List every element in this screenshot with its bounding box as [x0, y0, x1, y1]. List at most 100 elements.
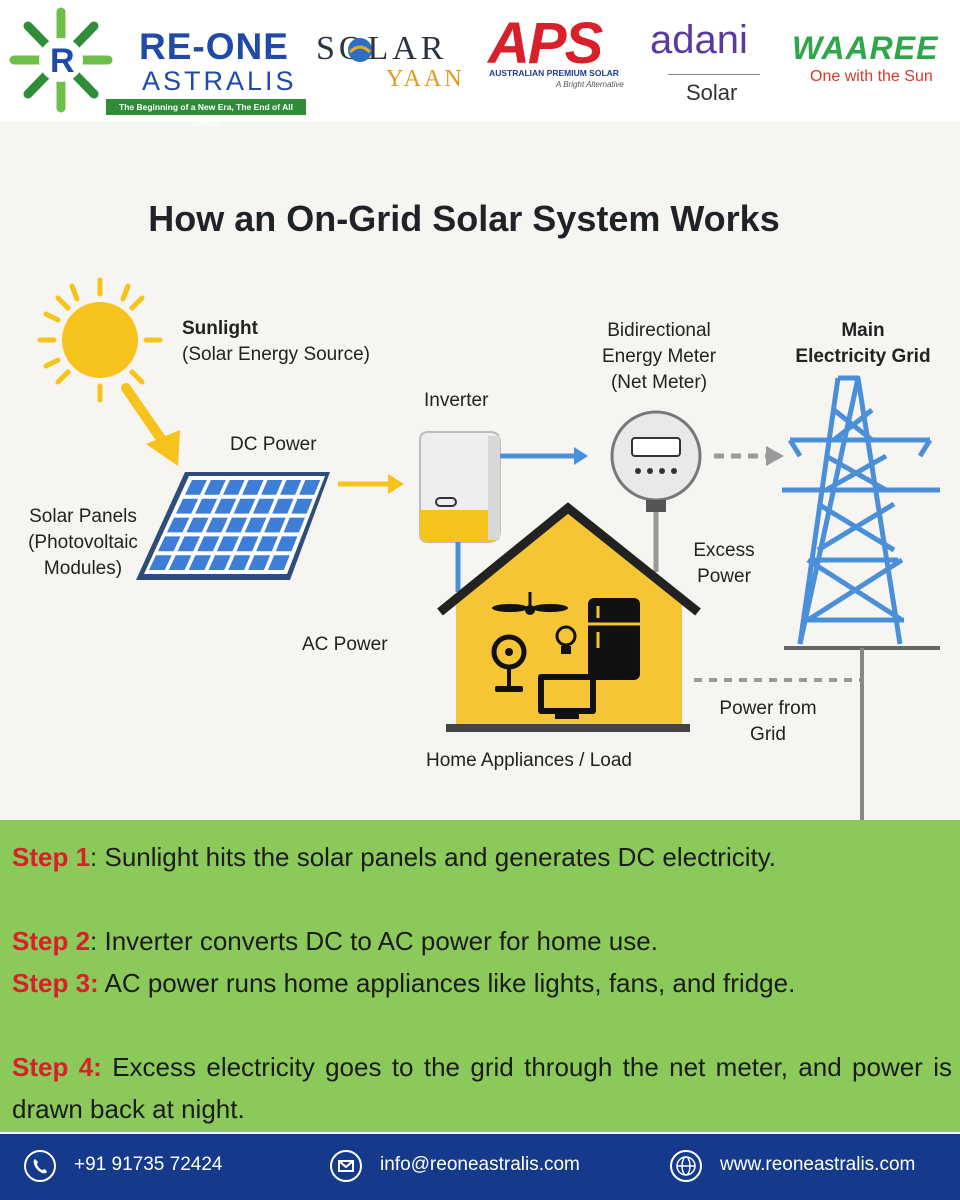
meter-label: Bidirectional Energy Meter (Net Meter)	[574, 318, 744, 396]
solar-panels-label-line2: (Photovoltaic	[28, 532, 138, 553]
step-4-key: Step 4:	[12, 1052, 102, 1082]
grid-label-line2: Electricity Grid	[795, 346, 931, 367]
svg-text:R: R	[50, 42, 75, 80]
grid-label-line1: Main	[841, 320, 885, 341]
solar-cell	[208, 555, 231, 570]
phone-number: +91 91735 72424	[74, 1154, 223, 1175]
globe-icon	[670, 1150, 702, 1182]
inverter-to-meter-arrow	[500, 447, 588, 465]
solar-cell	[280, 480, 302, 495]
power-from-grid-line1: Power from	[719, 698, 817, 719]
page-title: How an On-Grid Solar System Works	[148, 198, 780, 239]
waaree-tagline: One with the Sun	[810, 68, 933, 85]
solar-cell	[205, 517, 228, 533]
reone-astralis-logo: R RE-ONE ASTRALIS The Beginning of a New…	[6, 4, 306, 128]
step-1-key: Step 1	[12, 842, 91, 872]
website-url: www.reoneastralis.com	[720, 1154, 916, 1175]
solar-cell	[175, 498, 199, 514]
solar-cell	[252, 498, 275, 514]
solar-cell	[197, 536, 220, 552]
grid-label: Main Electricity Grid	[780, 318, 946, 370]
solar-cell	[264, 517, 286, 533]
solar-cell	[275, 536, 298, 552]
solar-cell	[184, 480, 207, 495]
step-4: Step 4: Excess electricity goes to the g…	[12, 1046, 952, 1130]
solar-cell	[233, 498, 256, 514]
waaree-name: WAAREE	[792, 30, 939, 66]
excess-to-grid-arrow	[714, 446, 784, 466]
step-4-text: Excess electricity goes to the grid thro…	[12, 1052, 952, 1124]
solar-panel-cells	[148, 480, 321, 570]
solar-cell	[166, 517, 190, 533]
solar-panels-label: Solar Panels (Photovoltaic Modules)	[6, 504, 160, 582]
sunlight-subtitle: (Solar Energy Source)	[182, 344, 370, 365]
solaryaan-line1: SOLAR	[316, 30, 448, 67]
step-1: Step 1: Sunlight hits the solar panels a…	[12, 836, 952, 878]
solar-cell	[244, 517, 267, 533]
contact-footer: +91 91735 72424 info@reoneastralis.com w…	[0, 1134, 960, 1200]
aps-mark: APS	[488, 11, 603, 76]
fridge-icon	[588, 598, 640, 680]
solar-cell	[177, 536, 200, 552]
dc-power-label: DC Power	[230, 434, 317, 455]
solaryaan-line2: YAAN	[386, 66, 465, 92]
television-icon	[538, 674, 596, 719]
solar-cell	[188, 555, 212, 570]
solar-cell	[299, 480, 321, 495]
adani-divider	[668, 74, 760, 75]
aps-logo: APS AUSTRALIAN PREMIUM SOLAR A Bright Al…	[486, 11, 626, 96]
sunlight-title: Sunlight	[182, 318, 258, 339]
solar-cell	[223, 480, 245, 495]
solar-cell	[228, 555, 251, 570]
reone-subtitle: ASTRALIS	[142, 66, 297, 96]
adani-sub: Solar	[686, 80, 738, 105]
solar-system-diagram: Sunlight (Solar Energy Source) DC Power …	[0, 260, 960, 820]
adani-name: adani	[650, 18, 748, 62]
steps-panel: Step 1: Sunlight hits the solar panels a…	[0, 820, 960, 1132]
step-2-key: Step 2	[12, 926, 91, 956]
inverter-icon	[419, 431, 501, 543]
solar-panels-label-line1: Solar Panels	[29, 506, 137, 527]
step-3-text: AC power runs home appliances like light…	[98, 968, 796, 998]
solar-cell	[216, 536, 239, 552]
step-2-text: : Inverter converts DC to AC power for h…	[90, 926, 658, 956]
solar-cell	[248, 555, 271, 570]
solar-cell	[195, 498, 218, 514]
power-from-grid-line2: Grid	[750, 724, 786, 745]
dc-power-arrow	[338, 474, 404, 494]
light-bulb-icon	[555, 625, 577, 654]
solar-cell	[225, 517, 248, 533]
home-appliances-label: Home Appliances / Load	[426, 750, 632, 771]
excess-power-label: Excess Power	[676, 538, 772, 590]
solar-cell	[157, 536, 181, 552]
solar-cell	[261, 480, 283, 495]
aps-company-name: AUSTRALIAN PREMIUM SOLAR	[489, 68, 619, 78]
meter-label-line1: Bidirectional	[607, 320, 711, 341]
phone-icon	[24, 1150, 56, 1182]
email-icon	[330, 1150, 362, 1182]
reone-title: RE-ONE	[139, 26, 289, 67]
reone-tagline: The Beginning of a New Era, The End of A…	[106, 99, 306, 128]
globe-sun-icon	[348, 38, 372, 62]
step-1-text: : Sunlight hits the solar panels and gen…	[90, 842, 777, 872]
solar-cell	[168, 555, 192, 570]
excess-power-line1: Excess	[693, 540, 755, 561]
solar-cell	[283, 517, 305, 533]
aps-tagline: A Bright Alternative	[556, 80, 624, 89]
reone-emblem-icon: R	[9, 7, 113, 113]
diagram-graphics	[37, 277, 940, 820]
step-3: Step 3: AC power runs home appliances li…	[12, 962, 952, 1004]
inverter-label: Inverter	[424, 390, 489, 411]
solar-yaan-logo: SOLAR YAAN	[316, 30, 476, 94]
solar-cell	[272, 498, 294, 514]
solar-cell	[242, 480, 264, 495]
solar-cell	[186, 517, 209, 533]
solar-cell	[291, 498, 313, 514]
solar-cell	[267, 555, 290, 570]
logo-header: R RE-ONE ASTRALIS The Beginning of a New…	[0, 0, 960, 128]
sun-icon	[37, 277, 163, 403]
sunlight-arrow	[121, 383, 180, 466]
meter-label-line3: (Net Meter)	[610, 372, 708, 393]
ac-power-label: AC Power	[302, 634, 388, 655]
email-address: info@reoneastralis.com	[380, 1154, 580, 1175]
